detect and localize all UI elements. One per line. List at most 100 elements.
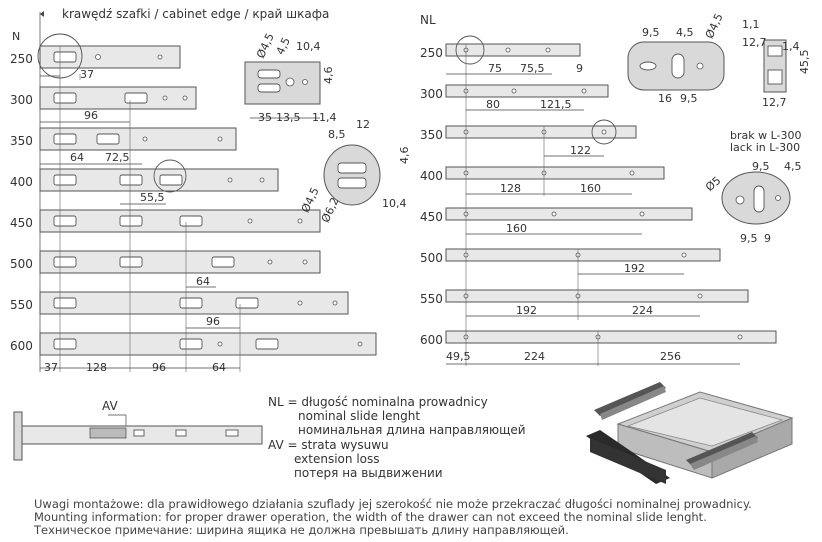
detail-a-bracket: 35 13,5 11,4 10,4 4,6 Ø4,5 4,5 — [244, 31, 337, 124]
detail-c-plate: 9,5 4,5 Ø4,5 16 9,5 — [627, 11, 726, 105]
legend-nl-line2: nominal slide lenght — [298, 409, 420, 423]
dim-64: 64 — [70, 151, 84, 164]
drawer-illustration — [586, 382, 794, 484]
legend-nl-line3: номинальная длина направляющей — [298, 423, 526, 437]
legend: NL = długość nominalna prowadnicy nomina… — [268, 395, 526, 480]
nl-dimension-lines — [446, 44, 740, 366]
svg-text:1,4: 1,4 — [782, 40, 800, 53]
svg-text:12: 12 — [356, 118, 370, 131]
dim-bottom-96: 96 — [152, 361, 166, 374]
av-label: AV — [102, 399, 118, 413]
nl-row-label-500: 500 — [420, 251, 443, 265]
rail-250 — [39, 45, 181, 69]
footer-note-pl: Uwagi montażowe: dla prawidłowego działa… — [34, 497, 752, 511]
nl-row-label-450: 450 — [420, 210, 443, 224]
svg-text:13,5: 13,5 — [276, 111, 301, 124]
rail-500 — [39, 250, 321, 274]
dim-bottom-37: 37 — [44, 361, 58, 374]
svg-text:10,4: 10,4 — [296, 40, 321, 53]
row-label-250: 250 — [10, 52, 33, 66]
nl-rail-350 — [445, 125, 637, 139]
rail-600 — [39, 332, 377, 356]
right-slide-drawings: NL 250 300 350 400 450 500 550 600 — [420, 13, 777, 366]
n-column-header: N — [12, 30, 20, 43]
row-label-300: 300 — [10, 93, 33, 107]
left-dimension-lines — [40, 46, 241, 372]
rail-400 — [39, 168, 279, 192]
nl-column-header: NL — [420, 13, 436, 27]
slide-left — [594, 382, 666, 416]
legend-nl-line1: NL = długość nominalna prowadnicy — [268, 395, 488, 409]
svg-text:35: 35 — [258, 111, 272, 124]
dim-bottom-128: 128 — [86, 361, 107, 374]
dim-37: 37 — [80, 68, 94, 81]
cabinet-edge-label: krawędź szafki / cabinet edge / край шка… — [62, 7, 329, 21]
rail-holes — [95, 54, 363, 347]
nl-rail-450 — [445, 207, 693, 221]
detail-d-plate: brak w L-300 lack in L-300 9,5 4,5 Ø5 9,… — [703, 129, 801, 245]
dim-72-5: 72,5 — [105, 151, 130, 164]
svg-text:256: 256 — [660, 350, 681, 363]
row-label-500: 500 — [10, 257, 33, 271]
dim-bottom-64: 64 — [212, 361, 226, 374]
svg-text:75,5: 75,5 — [520, 62, 545, 75]
left-slide-drawings: krawędź szafki / cabinet edge / край шка… — [10, 7, 377, 374]
row-label-450: 450 — [10, 216, 33, 230]
svg-text:121,5: 121,5 — [540, 98, 572, 111]
footer-note-en: Mounting information: for proper drawer … — [34, 510, 707, 524]
svg-text:9: 9 — [764, 232, 771, 245]
svg-text:Ø4,5: Ø4,5 — [703, 11, 726, 40]
nl-rail-550 — [445, 289, 749, 303]
nl-row-label-600: 600 — [420, 333, 443, 347]
svg-text:8,5: 8,5 — [328, 128, 346, 141]
svg-text:Ø6,2: Ø6,2 — [319, 195, 342, 224]
svg-text:160: 160 — [506, 222, 527, 235]
footer-notes: Uwagi montażowe: dla prawidłowego działa… — [33, 497, 752, 537]
cabinet-side — [13, 411, 23, 461]
nl-detail-highlight-a — [455, 35, 485, 65]
profile-section: 1,1 12,7 1,4 45,5 12,7 — [742, 18, 811, 109]
svg-text:Ø4,5: Ø4,5 — [254, 31, 277, 60]
brak-note-line2: lack in L-300 — [730, 141, 800, 154]
legend-av-line1: AV = strata wysuwu — [268, 438, 389, 452]
svg-text:1,1: 1,1 — [742, 18, 760, 31]
svg-text:12,7: 12,7 — [762, 96, 787, 109]
legend-av-line2: extension loss — [294, 452, 380, 466]
svg-text:49,5: 49,5 — [446, 350, 471, 363]
row-label-400: 400 — [10, 175, 33, 189]
nl-row-label-250: 250 — [420, 46, 443, 60]
detail-highlight-b — [153, 159, 187, 193]
nl-rail-250 — [445, 43, 581, 57]
svg-text:45,5: 45,5 — [798, 50, 811, 75]
dim-96-b: 96 — [206, 315, 220, 328]
nl-row-label-550: 550 — [420, 292, 443, 306]
svg-text:224: 224 — [632, 304, 653, 317]
svg-text:9,5: 9,5 — [740, 232, 758, 245]
svg-text:122: 122 — [570, 144, 591, 157]
cabinet-edge-arrow — [40, 11, 44, 17]
svg-text:11,4: 11,4 — [312, 111, 337, 124]
row-label-600: 600 — [10, 339, 33, 353]
svg-text:9,5: 9,5 — [752, 160, 770, 173]
svg-text:9,5: 9,5 — [642, 26, 660, 39]
nl-row-label-400: 400 — [420, 169, 443, 183]
svg-text:224: 224 — [524, 350, 545, 363]
nl-row-label-300: 300 — [420, 87, 443, 101]
nl-rail-500 — [445, 248, 721, 262]
svg-text:9: 9 — [576, 62, 583, 75]
svg-text:160: 160 — [580, 182, 601, 195]
svg-text:4,5: 4,5 — [676, 26, 694, 39]
row-label-350: 350 — [10, 134, 33, 148]
svg-text:4,6: 4,6 — [322, 67, 335, 85]
svg-text:16: 16 — [658, 92, 672, 105]
rail-300 — [39, 86, 197, 110]
row-label-550: 550 — [10, 298, 33, 312]
brak-note-line1: brak w L-300 — [730, 129, 802, 142]
nl-row-label-350: 350 — [420, 128, 443, 142]
nl-rail-600 — [445, 330, 777, 344]
footer-note-ru: Техническое примечание: ширина ящика не … — [33, 523, 569, 537]
svg-text:80: 80 — [486, 98, 500, 111]
svg-text:192: 192 — [516, 304, 537, 317]
slide-right — [686, 432, 758, 466]
dim-55-5: 55,5 — [140, 191, 165, 204]
